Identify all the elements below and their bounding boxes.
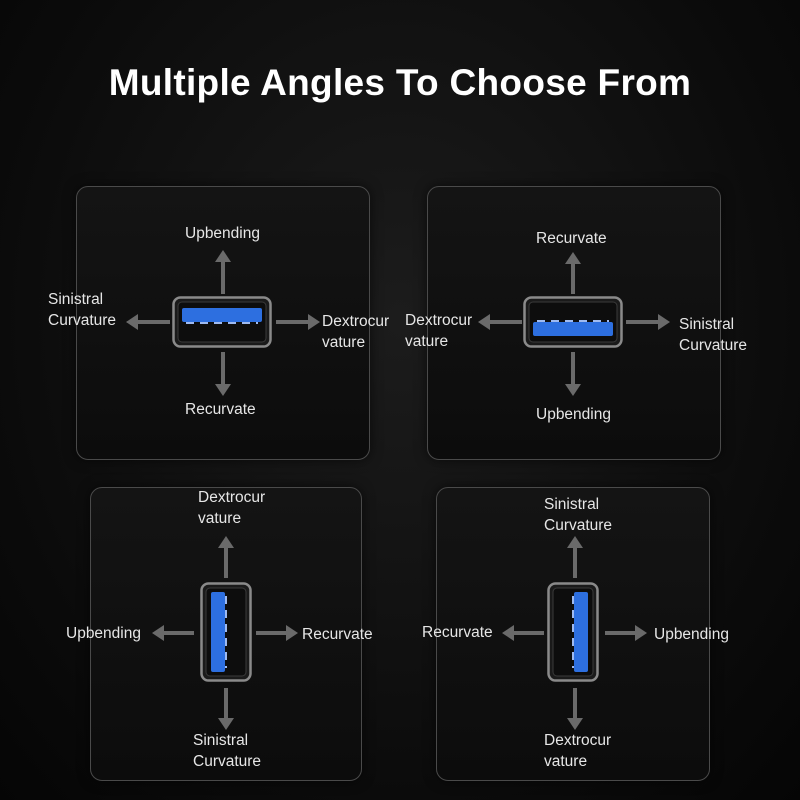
page-title: Multiple Angles To Choose From	[108, 62, 692, 103]
panel-1-down-label: Recurvate	[185, 401, 256, 418]
panel-2-down-label: Upbending	[536, 406, 611, 423]
arrow-up-icon	[565, 252, 581, 294]
arrow-left-icon	[152, 625, 194, 641]
arrow-right-icon	[256, 625, 298, 641]
panel-4-up-label: Sinistral Curvature	[544, 496, 613, 534]
arrow-up-icon	[215, 250, 231, 294]
panel-1-right-label: Dextrocur vature	[322, 313, 390, 351]
panel-2-up-label: Recurvate	[536, 230, 607, 247]
usb-port-icon	[172, 296, 272, 348]
arrow-down-icon	[215, 352, 231, 396]
panel-2-left-label: Dextrocur vature	[405, 312, 473, 350]
arrow-right-icon	[626, 314, 670, 330]
arrow-right-icon	[276, 314, 320, 330]
panel-4-left-label: Recurvate	[422, 624, 493, 641]
arrow-down-icon	[565, 352, 581, 396]
usb-port-icon	[200, 582, 252, 682]
arrow-left-icon	[126, 314, 170, 330]
arrow-up-icon	[218, 536, 234, 578]
panel-4-right-label: Upbending	[654, 626, 729, 643]
arrow-right-icon	[605, 625, 647, 641]
usb-port-icon	[547, 582, 599, 682]
panel-4-down-label: Dextrocur vature	[544, 732, 612, 770]
arrow-left-icon	[478, 314, 522, 330]
arrow-left-icon	[502, 625, 544, 641]
usb-port-icon	[523, 296, 623, 348]
panel-2-right-label: Sinistral Curvature	[679, 316, 748, 354]
panel-1-left-label: Sinistral Curvature	[48, 291, 117, 329]
panel-3-down-label: Sinistral Curvature	[193, 732, 262, 770]
arrow-down-icon	[567, 688, 583, 730]
arrow-down-icon	[218, 688, 234, 730]
arrow-up-icon	[567, 536, 583, 578]
panel-1-up-label: Upbending	[185, 225, 260, 242]
panel-3-up-label: Dextrocur vature	[198, 489, 266, 527]
panel-3-left-label: Upbending	[66, 625, 141, 642]
panel-3-right-label: Recurvate	[302, 626, 373, 643]
